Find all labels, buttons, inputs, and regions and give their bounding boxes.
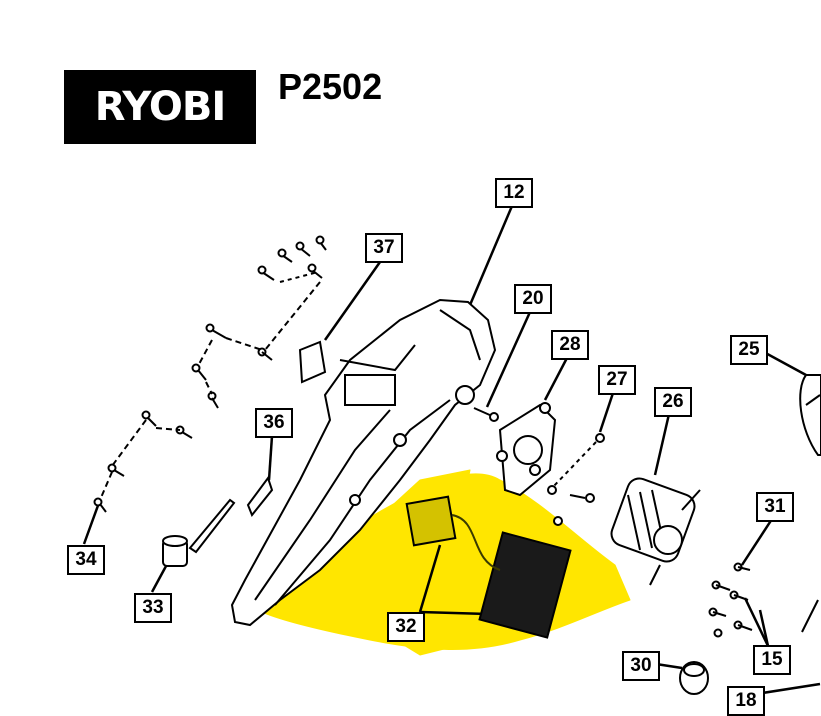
screw-20 bbox=[473, 407, 499, 422]
ryobi-logo: RYOBI bbox=[64, 70, 256, 144]
callout-31: 31 bbox=[756, 492, 794, 522]
callout-18: 18 bbox=[727, 686, 765, 716]
callout-26: 26 bbox=[654, 387, 692, 417]
callout-34: 34 bbox=[67, 545, 105, 575]
callout-28: 28 bbox=[551, 330, 589, 360]
housing-part bbox=[230, 298, 497, 627]
callout-36: 36 bbox=[255, 408, 293, 438]
screws-27 bbox=[547, 433, 605, 526]
screws-31 bbox=[708, 562, 753, 638]
switch-part bbox=[405, 495, 572, 639]
part-33 bbox=[162, 498, 236, 567]
gasket-part bbox=[496, 402, 557, 497]
screws-37 bbox=[205, 235, 327, 384]
screws-34 bbox=[93, 339, 219, 513]
callout-12: 12 bbox=[495, 178, 533, 208]
callout-32: 32 bbox=[387, 612, 425, 642]
callout-27: 27 bbox=[598, 365, 636, 395]
callout-37: 37 bbox=[365, 233, 403, 263]
part-36 bbox=[246, 475, 274, 517]
leader-lines bbox=[82, 205, 821, 696]
callout-25: 25 bbox=[730, 335, 768, 365]
callout-33: 33 bbox=[134, 593, 172, 623]
part-18 bbox=[801, 599, 819, 633]
motor-part bbox=[610, 477, 701, 586]
callout-30: 30 bbox=[622, 651, 660, 681]
model-number: P2502 bbox=[278, 66, 383, 107]
logo-text: RYOBI bbox=[94, 84, 227, 130]
callout-20: 20 bbox=[514, 284, 552, 314]
knob-part bbox=[679, 661, 709, 695]
part-25 bbox=[799, 374, 821, 456]
callout-15: 15 bbox=[753, 645, 791, 675]
